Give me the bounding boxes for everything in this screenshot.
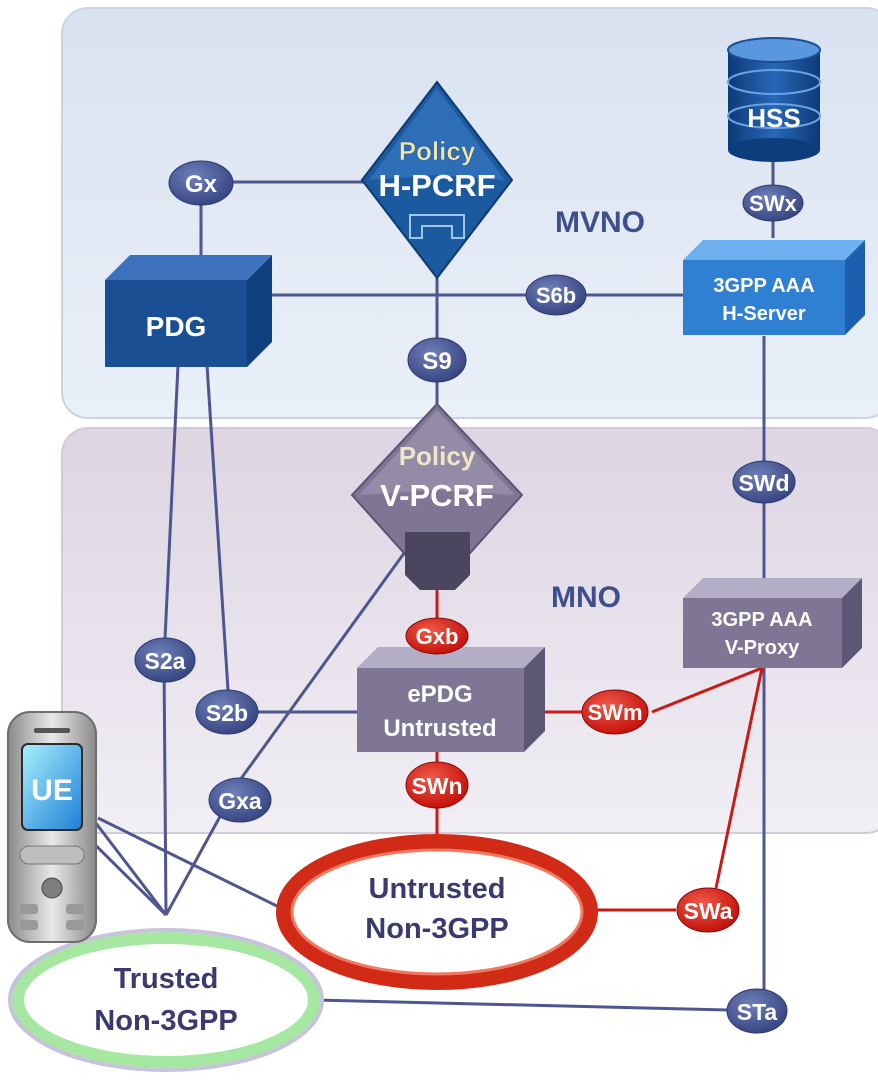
v-pcrf-policy-label: Policy: [399, 441, 476, 471]
link-trusted-sta: [314, 998, 729, 1012]
interface-gxa-label: Gxa: [218, 788, 262, 814]
epdg-line1: ePDG: [407, 681, 472, 708]
interface-s6b-label: S6b: [536, 283, 576, 308]
interface-swd: SWd: [732, 460, 796, 504]
hss-label: HSS: [747, 103, 800, 133]
untrusted-line2: Non-3GPP: [365, 913, 508, 945]
interface-gx-label: Gx: [185, 171, 218, 198]
interface-s2a: S2a: [134, 637, 196, 683]
link-pdg-s2b: [205, 364, 230, 691]
ue-phone-icon: UE: [7, 711, 97, 943]
pdg-node: PDG: [105, 255, 272, 367]
interface-swx: SWx: [742, 184, 804, 222]
h-pcrf-node: Policy H-PCRF: [360, 80, 514, 280]
pdg-label: PDG: [146, 311, 207, 342]
untrusted-line1: Untrusted: [369, 873, 506, 905]
link-swm-proxy: [651, 666, 763, 714]
aaa-v-proxy-line2: V-Proxy: [725, 637, 800, 659]
interface-swx-label: SWx: [749, 191, 797, 216]
interface-swn-label: SWn: [411, 773, 462, 799]
aaa-h-server-node: 3GPP AAA H-Server: [683, 240, 865, 335]
interface-gx: Gx: [168, 160, 234, 206]
hss-database: HSS: [727, 37, 821, 162]
interface-s9: S9: [407, 337, 467, 383]
interface-gxb-label: Gxb: [416, 624, 459, 649]
interface-s2b: S2b: [195, 689, 259, 735]
interface-swm: SWm: [581, 689, 649, 735]
v-pcrf-node: Policy V-PCRF: [350, 402, 524, 592]
h-pcrf-policy-label: Policy: [399, 136, 476, 166]
interface-s9-label: S9: [422, 348, 451, 375]
v-pcrf-name-label: V-PCRF: [380, 478, 494, 513]
interface-swa-label: SWa: [684, 898, 733, 924]
interface-swm-label: SWm: [588, 700, 643, 725]
link-ue-untrusted: [97, 816, 286, 912]
trusted-line2: Non-3GPP: [94, 1005, 237, 1037]
interface-swa: SWa: [676, 887, 740, 933]
aaa-v-proxy-line1: 3GPP AAA: [711, 609, 812, 631]
interface-swd-label: SWd: [738, 470, 789, 496]
link-swa-proxy: [714, 667, 764, 889]
interface-gxb: Gxb: [405, 617, 469, 655]
link-ue-trusted-2: [90, 817, 168, 916]
epdg-node: ePDG Untrusted: [357, 647, 545, 752]
aaa-h-server-line2: H-Server: [722, 303, 806, 325]
interface-s2a-label: S2a: [145, 648, 186, 674]
interface-swn: SWn: [405, 761, 469, 809]
trusted-non-3gpp-node: Trusted Non-3GPP: [8, 928, 324, 1072]
interface-s6b: S6b: [525, 274, 587, 316]
interface-sta-label: STa: [737, 999, 778, 1025]
interface-sta: STa: [726, 988, 788, 1034]
aaa-h-server-line1: 3GPP AAA: [713, 275, 814, 297]
ue-label: UE: [31, 774, 73, 807]
trusted-line1: Trusted: [114, 963, 219, 995]
interface-gxa: Gxa: [208, 777, 272, 823]
interface-s2b-label: S2b: [206, 700, 248, 726]
mvno-region-label: MVNO: [555, 206, 645, 239]
h-pcrf-name-label: H-PCRF: [378, 168, 495, 203]
epdg-line2: Untrusted: [383, 715, 496, 742]
aaa-v-proxy-node: 3GPP AAA V-Proxy: [683, 578, 862, 668]
untrusted-non-3gpp-node: Untrusted Non-3GPP: [276, 834, 598, 990]
mno-region: [61, 427, 878, 834]
mno-region-label: MNO: [551, 581, 621, 614]
